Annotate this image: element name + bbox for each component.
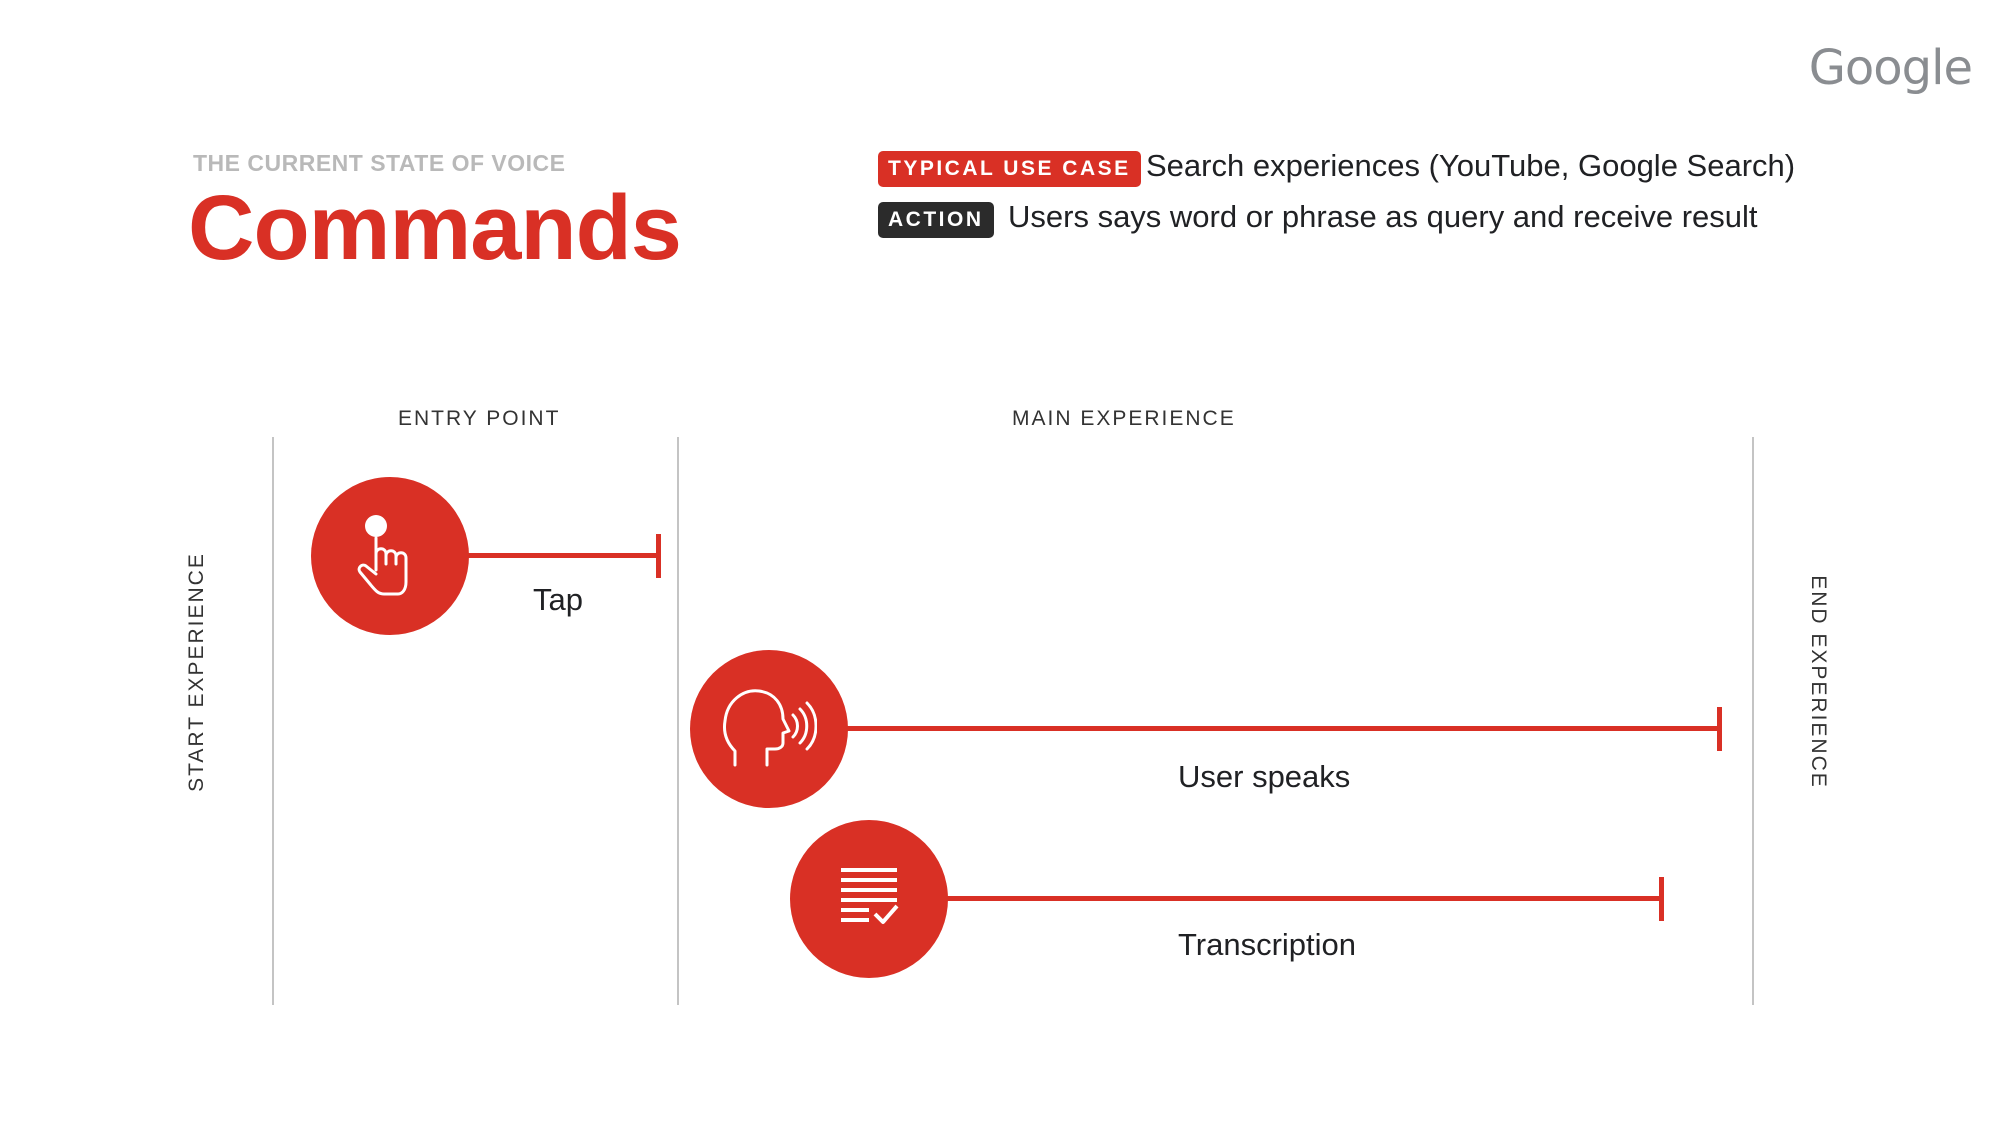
transcription-end-cap xyxy=(1659,877,1664,921)
speak-step-circle xyxy=(690,650,848,808)
use-case-tag: TYPICAL USE CASE xyxy=(878,151,1141,187)
use-case-text: Search experiences (YouTube, Google Sear… xyxy=(1146,148,1796,183)
action-tag: ACTION xyxy=(878,202,994,238)
main-experience-label: MAIN EXPERIENCE xyxy=(1012,407,1236,430)
entry-point-label: ENTRY POINT xyxy=(398,407,561,430)
end-divider xyxy=(1752,437,1754,1005)
entry-divider xyxy=(677,437,679,1005)
speak-label: User speaks xyxy=(1178,759,1351,794)
transcription-duration-bar xyxy=(940,896,1664,901)
start-divider xyxy=(272,437,274,1005)
start-experience-label: START EXPERIENCE xyxy=(185,552,208,792)
speak-end-cap xyxy=(1717,707,1722,751)
speak-duration-bar xyxy=(840,726,1722,731)
tap-icon xyxy=(354,512,426,601)
end-experience-label: END EXPERIENCE xyxy=(1807,575,1830,789)
speaking-head-icon xyxy=(721,685,818,774)
google-logo: Google xyxy=(1808,40,1973,96)
page-title: Commands xyxy=(188,177,682,279)
transcript-icon xyxy=(839,866,899,933)
transcription-label: Transcription xyxy=(1178,927,1357,962)
tap-label: Tap xyxy=(533,582,583,617)
tap-duration-bar xyxy=(460,553,660,558)
action-text: Users says word or phrase as query and r… xyxy=(1008,199,1758,234)
tap-step-circle xyxy=(311,477,469,635)
section-eyebrow: THE CURRENT STATE OF VOICE xyxy=(193,150,566,176)
transcription-step-circle xyxy=(790,820,948,978)
tap-end-cap xyxy=(656,534,661,578)
